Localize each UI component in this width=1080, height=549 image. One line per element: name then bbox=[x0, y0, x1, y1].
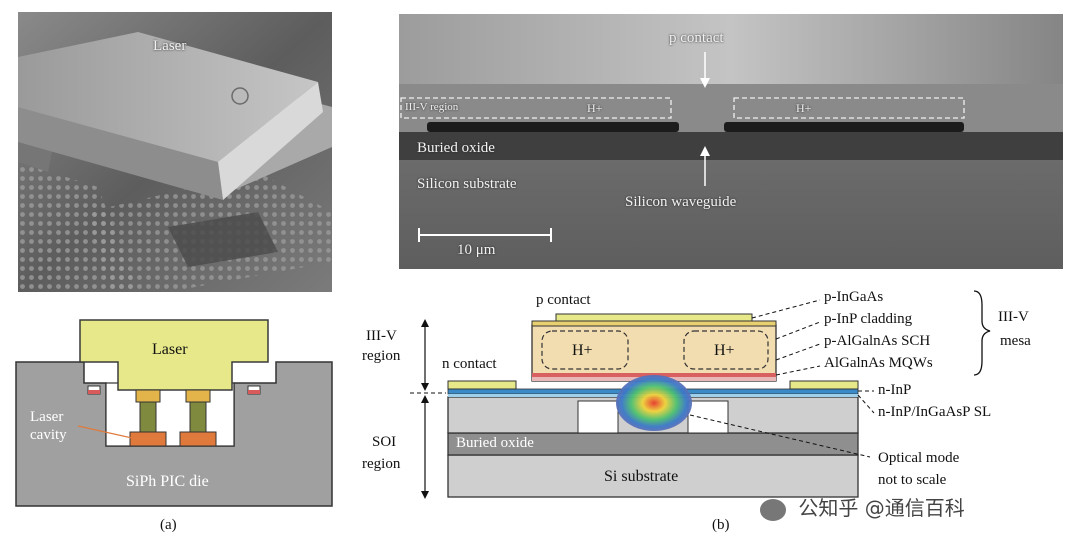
panel-b-sem-buried-oxide: Buried oxide bbox=[417, 140, 495, 156]
panel-b-schematic: p contact n contact III-V region SOI reg… bbox=[350, 285, 1070, 515]
layer-label-0: p-InGaAs bbox=[824, 289, 884, 305]
schematic-si-substrate-label: Si substrate bbox=[604, 468, 679, 485]
schematic-optical-mode-line2: not to scale bbox=[878, 472, 947, 488]
panel-b-caption: (b) bbox=[712, 517, 730, 533]
layer-label-1: p-InP cladding bbox=[824, 311, 913, 327]
panel-a-cavity-label-line2: cavity bbox=[30, 427, 67, 443]
watermark-text: 公知乎 @通信百科 bbox=[798, 496, 965, 520]
watermark-logo-icon bbox=[760, 498, 786, 521]
schematic-iiiv-region-line2: region bbox=[362, 348, 401, 364]
panel-b-sem-silicon-waveguide: Silicon waveguide bbox=[625, 194, 737, 210]
panel-a-sem-drawing bbox=[18, 12, 332, 292]
panel-b-sem-iiiv-region: III-V region bbox=[405, 101, 459, 113]
schematic-n-contact-label: n contact bbox=[442, 356, 497, 372]
panel-b-sem-h-plus-right: H+ bbox=[796, 101, 812, 115]
panel-a-sem-laser-label: Laser bbox=[153, 38, 187, 54]
schematic-h-plus-right: H+ bbox=[714, 342, 735, 359]
schematic-soi-region-line1: SOI bbox=[372, 434, 397, 450]
schematic-mesa-line2: mesa bbox=[1000, 333, 1031, 349]
layer-label-3: AlGalnAs MQWs bbox=[824, 355, 933, 371]
panel-b-sem-silicon-substrate: Silicon substrate bbox=[417, 176, 517, 192]
panel-b-schematic-drawing bbox=[410, 290, 991, 499]
schematic-p-contact-label: p contact bbox=[536, 292, 591, 308]
schematic-soi-region-line2: region bbox=[362, 456, 401, 472]
panel-a-laser-label: Laser bbox=[152, 341, 188, 358]
panel-a-schematic-drawing bbox=[15, 319, 333, 507]
schematic-optical-mode-line1: Optical mode bbox=[878, 450, 960, 466]
schematic-iiiv-region-line1: III-V bbox=[366, 328, 397, 344]
layer-label-5: n-InP/InGaAsP SL bbox=[878, 404, 992, 420]
panel-b-sem-scale-bar: 10 μm bbox=[457, 242, 496, 258]
panel-b-sem-p-contact: p contact bbox=[669, 30, 724, 46]
panel-a-caption: (a) bbox=[160, 517, 177, 533]
panel-b-sem-h-plus-left: H+ bbox=[587, 101, 603, 115]
layer-label-4: n-InP bbox=[878, 382, 912, 398]
panel-a-schematic: Laser Laser cavity SiPh PIC die bbox=[14, 318, 336, 508]
panel-a-sem-image: Laser bbox=[18, 12, 332, 292]
panel-a-die-label: SiPh PIC die bbox=[126, 473, 209, 490]
layer-label-2: p-AlGalnAs SCH bbox=[824, 333, 931, 349]
panel-a-cavity-label-line1: Laser bbox=[30, 409, 64, 425]
panel-b-sem-drawing bbox=[399, 14, 1063, 269]
panel-b-sem-image: p contact III-V region H+ H+ Buried oxid… bbox=[399, 14, 1063, 269]
schematic-h-plus-left: H+ bbox=[572, 342, 593, 359]
watermark: 公知乎 @通信百科 bbox=[760, 492, 965, 521]
schematic-mesa-line1: III-V bbox=[998, 309, 1029, 325]
schematic-buried-oxide-label: Buried oxide bbox=[456, 435, 534, 451]
